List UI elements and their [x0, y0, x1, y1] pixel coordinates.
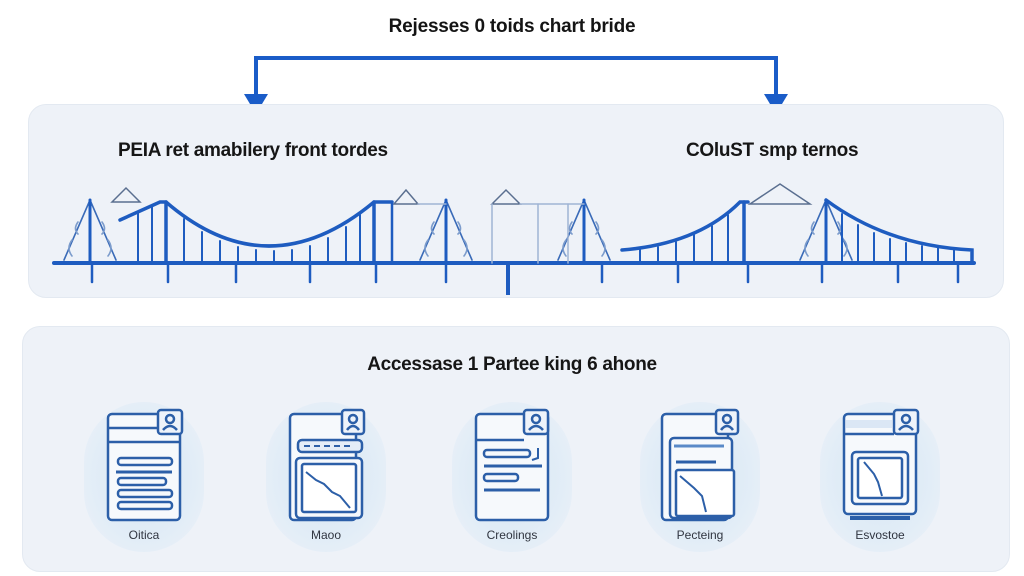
left-section-label: PEIA ret amabilery front tordes: [118, 140, 388, 161]
feature-card-5[interactable]: Esvostoe: [810, 394, 950, 564]
card-caption: Pecteing: [676, 528, 724, 542]
suspension-span-left: [118, 200, 394, 265]
feature-card-3[interactable]: Creolings: [442, 394, 582, 564]
card-caption: Esvostoe: [855, 528, 905, 542]
suspension-span-right: [620, 198, 974, 265]
flow-connectors: [244, 56, 788, 114]
tower-left-1: [63, 198, 117, 265]
right-section-label: COluST smp ternos: [686, 140, 859, 161]
tower-mid-1: [419, 198, 473, 265]
gable-roofs: [110, 183, 813, 264]
feature-card-4[interactable]: Pecteing: [630, 394, 770, 564]
feature-card-1[interactable]: Oitica: [74, 394, 214, 564]
document-chart-icon: [288, 408, 366, 522]
document-text-icon: [474, 408, 550, 522]
feature-cards: Oitica Maoo: [0, 394, 1024, 564]
stacked-documents-chart-icon: [660, 408, 740, 522]
tower-mid-2: [557, 198, 611, 265]
card-caption: Oitica: [128, 528, 160, 542]
feature-card-2[interactable]: Maoo: [256, 394, 396, 564]
bridge-illustration: [52, 183, 976, 295]
bridge-piers: [90, 263, 960, 284]
bottom-section-label: Accessase 1 Partee king 6 ahone: [367, 354, 657, 375]
monitor-chart-icon: [842, 408, 920, 520]
document-list-icon: [106, 408, 184, 522]
card-caption: Maoo: [310, 528, 342, 542]
card-caption: Creolings: [486, 528, 538, 542]
diagram-title: Rejesses 0 toids chart bride: [388, 16, 636, 37]
tower-right-1: [799, 199, 853, 261]
